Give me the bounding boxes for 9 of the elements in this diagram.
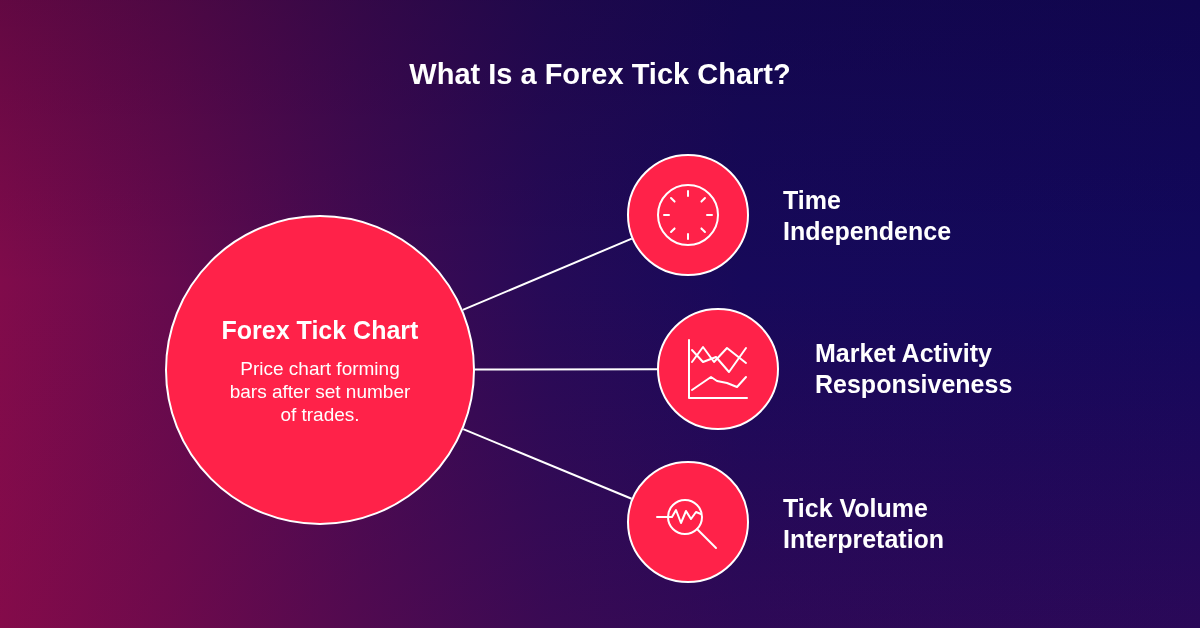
feature-label: Tick Volume Interpretation (783, 493, 946, 555)
connector-line (462, 428, 633, 500)
topic-heading: Forex Tick Chart (221, 314, 419, 345)
connector-line (461, 237, 633, 311)
connector-line (474, 368, 658, 371)
topic-description: Price chart forming bars after set number of trades. (228, 356, 412, 426)
feature-label: Market Activity Responsiveness (815, 338, 1014, 400)
diagram-title: What Is a Forex Tick Chart? (408, 57, 792, 92)
feature-label: Time Independence (783, 185, 953, 247)
